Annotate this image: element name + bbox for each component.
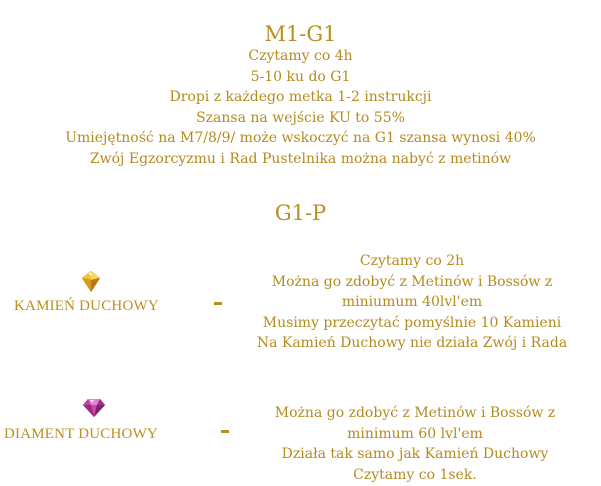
desc-line: Czytamy co 2h [359,253,465,269]
info-line: Dropi z każdego metka 1-2 instrukcji [169,89,432,106]
desc-line: Działa tak samo jak Kamień Duchowy [281,446,549,463]
yellow-gem-icon [82,271,100,292]
info-line: Czytamy co 4h [248,48,353,64]
dash-separator [214,302,222,305]
desc-line: miniumum 40lvl'em [341,294,483,311]
item-description: Można go zdobyć z Metinów i Bossów z min… [225,403,601,485]
item-label: KAMIEŃ DUCHOWY [14,298,159,314]
desc-line: Na Kamień Duchowy nie działa Zwój i Rada [256,335,568,352]
desc-line: Musimy przeczytać pomyślnie 10 Kamieni [262,314,562,331]
info-line: Umiejętność na M7/8/9/ może wskoczyć na … [65,130,536,147]
section-title-g1-p: G1-P [274,201,327,225]
info-line: 5-10 ku do G1 [250,68,351,85]
desc-line: Czytamy co 1sek. [353,466,477,483]
item-description: Czytamy co 2h Można go zdobyć z Metinów … [222,251,601,354]
m1-g1-info: Czytamy co 4h 5-10 ku do G1 Dropi z każd… [0,46,601,170]
desc-line: Można go zdobyć z Metinów i Bossów z [274,405,556,421]
purple-diamond-icon [83,399,105,417]
desc-line: minimum 60 lvl'em [347,425,483,442]
section-title-m1-g1: M1-G1 [264,22,337,46]
dash-separator [221,430,229,433]
item-label: DIAMENT DUCHOWY [4,426,158,442]
info-line: Zwój Egzorcyzmu i Rad Pustelnika można n… [89,150,512,167]
desc-line: Można go zdobyć z Metinów i Bossów z [271,273,553,290]
info-line: Szansa na wejście KU to 55% [196,109,405,126]
